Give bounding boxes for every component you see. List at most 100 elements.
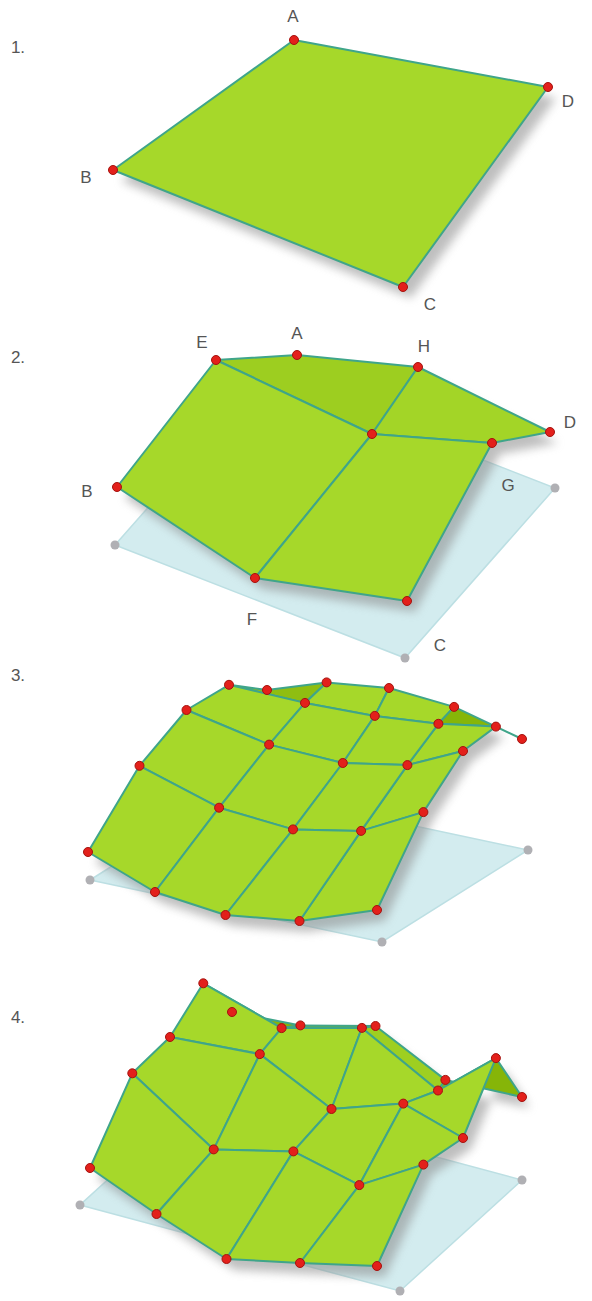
point-label: D [562, 93, 574, 111]
control-point [414, 363, 423, 372]
point-label: C [424, 296, 436, 314]
control-point [459, 1134, 468, 1143]
point-label: D [564, 414, 576, 432]
control-point [322, 678, 331, 687]
surface-face [113, 40, 548, 287]
control-point [277, 1024, 286, 1033]
control-point [289, 825, 298, 834]
surface-panel [76, 979, 531, 1296]
control-point [113, 483, 122, 492]
control-point [289, 1147, 298, 1156]
point-label: E [196, 334, 207, 352]
control-point [403, 597, 412, 606]
control-point [228, 1008, 237, 1017]
point-label: G [501, 477, 514, 495]
control-point [109, 166, 118, 175]
point-label: A [287, 8, 298, 26]
plane-corner [86, 876, 95, 885]
control-point [491, 1054, 500, 1063]
control-point [128, 1069, 137, 1078]
control-point [86, 1164, 95, 1173]
control-point [373, 906, 382, 915]
point-label: A [291, 325, 302, 343]
control-point [434, 1086, 443, 1095]
point-label: B [81, 483, 92, 501]
surface-face [293, 763, 407, 831]
control-point [215, 803, 224, 812]
control-point [222, 1255, 231, 1264]
surface-panels [76, 36, 560, 1296]
surface-face [226, 829, 362, 921]
control-point [293, 351, 302, 360]
control-point [357, 1023, 366, 1032]
point-label: B [80, 169, 91, 187]
panel-number: 3. [11, 667, 25, 685]
plane-corner [111, 541, 120, 550]
point-label: H [418, 338, 430, 356]
control-point [357, 826, 366, 835]
control-point [546, 428, 555, 437]
panel-number: 2. [11, 349, 25, 367]
plane-corner [378, 938, 387, 947]
control-point [152, 1210, 161, 1219]
plane-corner [524, 846, 533, 855]
control-point [399, 283, 408, 292]
control-point [255, 1050, 264, 1059]
point-label: F [247, 611, 257, 629]
control-point [301, 698, 310, 707]
surface-face [255, 434, 492, 601]
control-point [199, 979, 208, 988]
control-point [296, 1021, 305, 1030]
control-point [373, 1262, 382, 1271]
surface-panel [111, 351, 560, 663]
plane-corner [76, 1201, 85, 1210]
control-point [135, 761, 144, 770]
control-point [182, 706, 191, 715]
control-point [212, 356, 221, 365]
plane-corner [551, 484, 560, 493]
point-label: C [434, 637, 446, 655]
surface-face [343, 716, 439, 765]
control-point [385, 684, 394, 693]
plane-corner [518, 1176, 527, 1185]
control-point [368, 430, 377, 439]
control-point [419, 1160, 428, 1169]
control-point [225, 680, 234, 689]
control-point [295, 917, 304, 926]
panel-number: 1. [11, 39, 25, 57]
control-point [434, 719, 443, 728]
control-point [399, 1099, 408, 1108]
control-point [518, 735, 527, 744]
control-point [166, 1033, 175, 1042]
control-point [221, 911, 230, 920]
control-point [450, 702, 459, 711]
surface-face [300, 1165, 423, 1266]
control-point [263, 686, 272, 695]
control-point [488, 439, 497, 448]
control-point [327, 1105, 336, 1114]
control-point [371, 1022, 380, 1031]
control-point [355, 1181, 364, 1190]
control-point [265, 740, 274, 749]
control-point [491, 722, 500, 731]
control-point [403, 761, 412, 770]
control-point [370, 711, 379, 720]
control-point [84, 848, 93, 857]
control-point [419, 808, 428, 817]
surface-panel [84, 678, 533, 947]
plane-corner [401, 654, 410, 663]
control-point [459, 747, 468, 756]
control-point [251, 574, 260, 583]
control-point [441, 1075, 450, 1084]
plane-corner [396, 1287, 405, 1296]
control-point [209, 1145, 218, 1154]
surface-panel [109, 36, 557, 299]
control-point [544, 83, 553, 92]
surface-face [372, 367, 550, 443]
control-point [151, 888, 160, 897]
control-point [296, 1259, 305, 1268]
control-point [290, 36, 299, 45]
control-point [338, 759, 347, 768]
control-point [518, 1093, 527, 1102]
